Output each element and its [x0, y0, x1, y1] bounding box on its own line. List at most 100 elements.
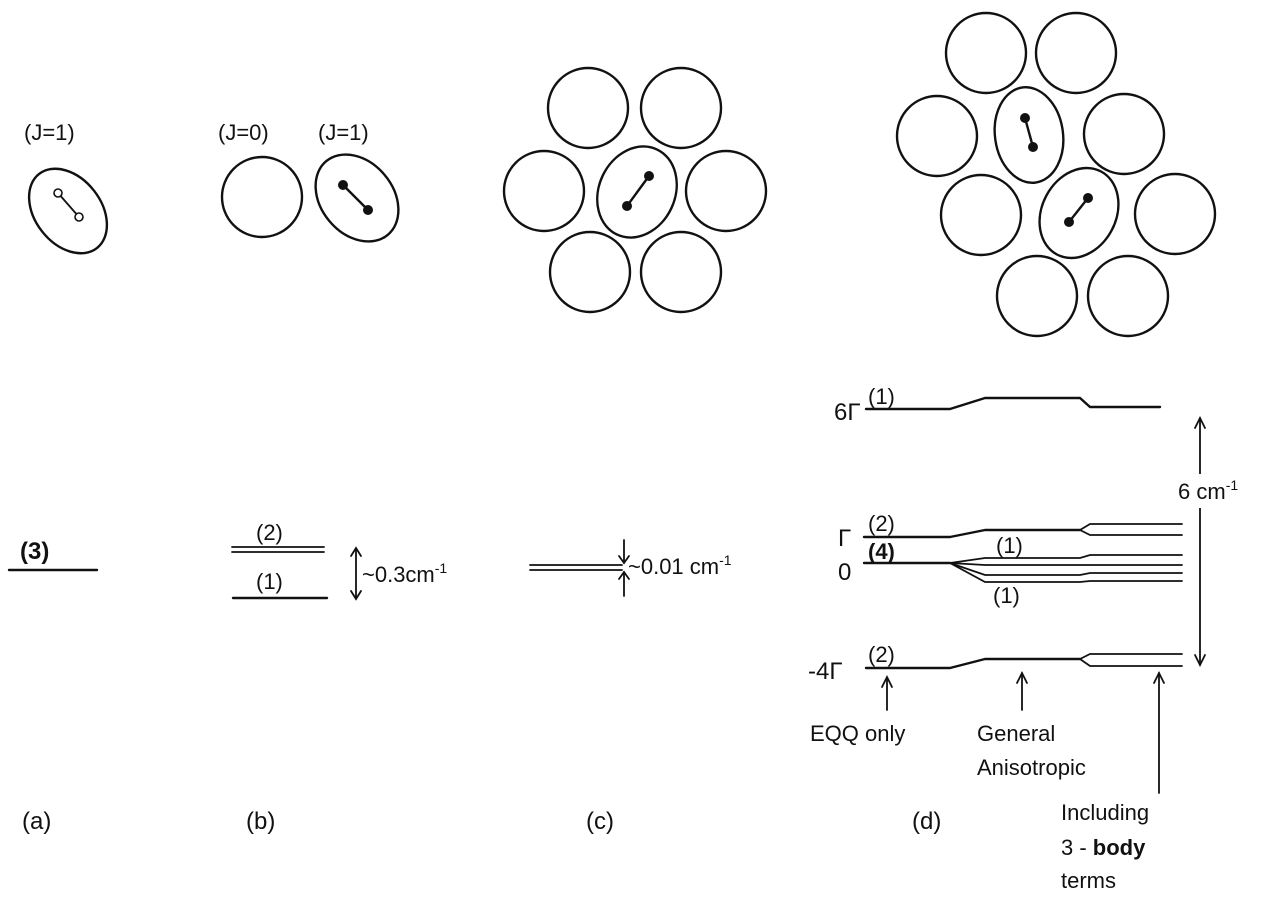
panel-c-cluster	[502, 66, 768, 314]
anisotropic-label: Anisotropic	[977, 755, 1086, 780]
label-backdrop	[1176, 474, 1264, 508]
j1-molecule-ellipse	[314, 153, 400, 243]
panel-label-d: (d)	[912, 808, 941, 835]
molecule-bond	[625, 174, 651, 208]
energy-level	[949, 562, 1183, 576]
panel-b-levels: (2) (1) ~0.3cm-1	[231, 520, 447, 601]
j0-molecule-circle	[220, 155, 304, 239]
j0-neighbor-circle	[548, 230, 632, 314]
panel-a-levels: (3)	[7, 538, 99, 572]
three-body-word: body	[1093, 835, 1146, 860]
arrow-head	[1016, 670, 1028, 684]
arrow-head	[1194, 654, 1206, 668]
three-body-label: 3 - body	[1061, 835, 1146, 860]
panel-b-j0-label: (J=0)	[218, 120, 269, 145]
total-splitting-label: 6 cm-1	[1178, 477, 1238, 504]
energy-level	[949, 562, 1183, 566]
panel-a-j1-label: (J=1)	[24, 120, 75, 145]
arrow-head	[350, 546, 362, 557]
arrow-head	[618, 570, 630, 580]
panel-d-cluster	[895, 11, 1217, 338]
atom-open	[74, 212, 84, 222]
arrow-head	[1194, 415, 1206, 429]
splitting-value: ~0.01 cm	[628, 554, 719, 579]
energy-label: -4Γ	[808, 658, 843, 685]
j0-neighbor-circle	[639, 66, 723, 150]
panel-label-c: (c)	[586, 808, 614, 835]
j0-neighbor-circle	[939, 173, 1023, 257]
panel-label-b: (b)	[246, 808, 275, 835]
degeneracy-label: (1)	[993, 583, 1020, 608]
atom	[1083, 193, 1093, 203]
panel-a-molecule: (J=1)	[24, 120, 109, 255]
degeneracy-label: (1)	[996, 533, 1023, 558]
arrow-head	[618, 555, 630, 565]
j0-neighbor-circle	[1133, 172, 1217, 256]
atom	[338, 180, 348, 190]
panel-b-molecules: (J=0) (J=1)	[218, 120, 400, 243]
splitting-value: ~0.3cm	[362, 562, 435, 587]
degeneracy-label: (2)	[868, 511, 895, 536]
energy-level	[864, 657, 1082, 670]
j0-neighbor-circle	[1082, 92, 1166, 176]
splitting-label: ~0.01 cm-1	[628, 552, 732, 579]
j0-neighbor-circle	[639, 230, 723, 314]
splitting-exp: -1	[435, 560, 448, 576]
including-label: Including	[1061, 800, 1149, 825]
energy-level	[949, 554, 1183, 564]
energy-level	[1079, 529, 1183, 536]
energy-level	[862, 528, 1082, 539]
j0-neighbor-circle	[895, 94, 979, 178]
j0-neighbor-circle	[502, 149, 586, 233]
energy-level	[949, 562, 1183, 583]
atom-open	[53, 188, 63, 198]
degeneracy-label: (3)	[20, 538, 49, 565]
j0-neighbor-circle	[944, 11, 1028, 95]
molecule-bond	[57, 192, 80, 218]
atom	[363, 205, 373, 215]
degeneracy-label: (1)	[868, 384, 895, 409]
three-body-prefix: 3 -	[1061, 835, 1093, 860]
atom	[644, 171, 654, 181]
energy-level	[1079, 523, 1183, 531]
arrow-head	[881, 674, 893, 688]
panel-label-a: (a)	[22, 808, 51, 835]
panel-d-levels: 6Γ (1) Γ (2) 0 (4) (1) (1) -4Γ (2) 6 cm-…	[808, 384, 1264, 893]
j0-neighbor-circle	[1034, 11, 1118, 95]
j0-neighbor-circle	[684, 149, 768, 233]
splitting-exp: -1	[719, 552, 732, 568]
total-splitting-value: 6 cm	[1178, 479, 1226, 504]
j1-molecule-ellipse	[27, 167, 109, 255]
energy-label: 0	[838, 559, 851, 586]
degeneracy-label: (2)	[868, 642, 895, 667]
molecule-bond	[1023, 116, 1035, 149]
atom	[622, 201, 632, 211]
panel-labels: (a) (b) (c) (d)	[22, 808, 941, 835]
atom	[1028, 142, 1038, 152]
molecule-bond	[1067, 196, 1090, 224]
general-label: General	[977, 721, 1055, 746]
j1-molecule-ellipse	[1038, 166, 1120, 260]
energy-label: 6Γ	[834, 399, 861, 426]
j0-neighbor-circle	[1086, 254, 1170, 338]
panel-c-levels: ~0.01 cm-1	[529, 539, 732, 597]
eqq-only-label: EQQ only	[810, 721, 905, 746]
energy-level	[864, 396, 1162, 411]
atom	[1020, 113, 1030, 123]
degeneracy-label: (2)	[256, 520, 283, 545]
total-splitting-exp: -1	[1226, 477, 1239, 493]
panel-b-j1-label: (J=1)	[318, 120, 369, 145]
j1-molecule-ellipse	[596, 145, 678, 239]
molecule-bond	[341, 183, 370, 212]
energy-level	[1079, 658, 1183, 667]
atom	[1064, 217, 1074, 227]
energy-level	[1079, 653, 1183, 660]
degeneracy-label: (4)	[868, 539, 895, 564]
j1-molecule-ellipse	[993, 86, 1065, 184]
j0-neighbor-circle	[995, 254, 1079, 338]
arrow-head	[350, 590, 362, 601]
splitting-label: ~0.3cm-1	[362, 560, 447, 587]
terms-label: terms	[1061, 868, 1116, 893]
